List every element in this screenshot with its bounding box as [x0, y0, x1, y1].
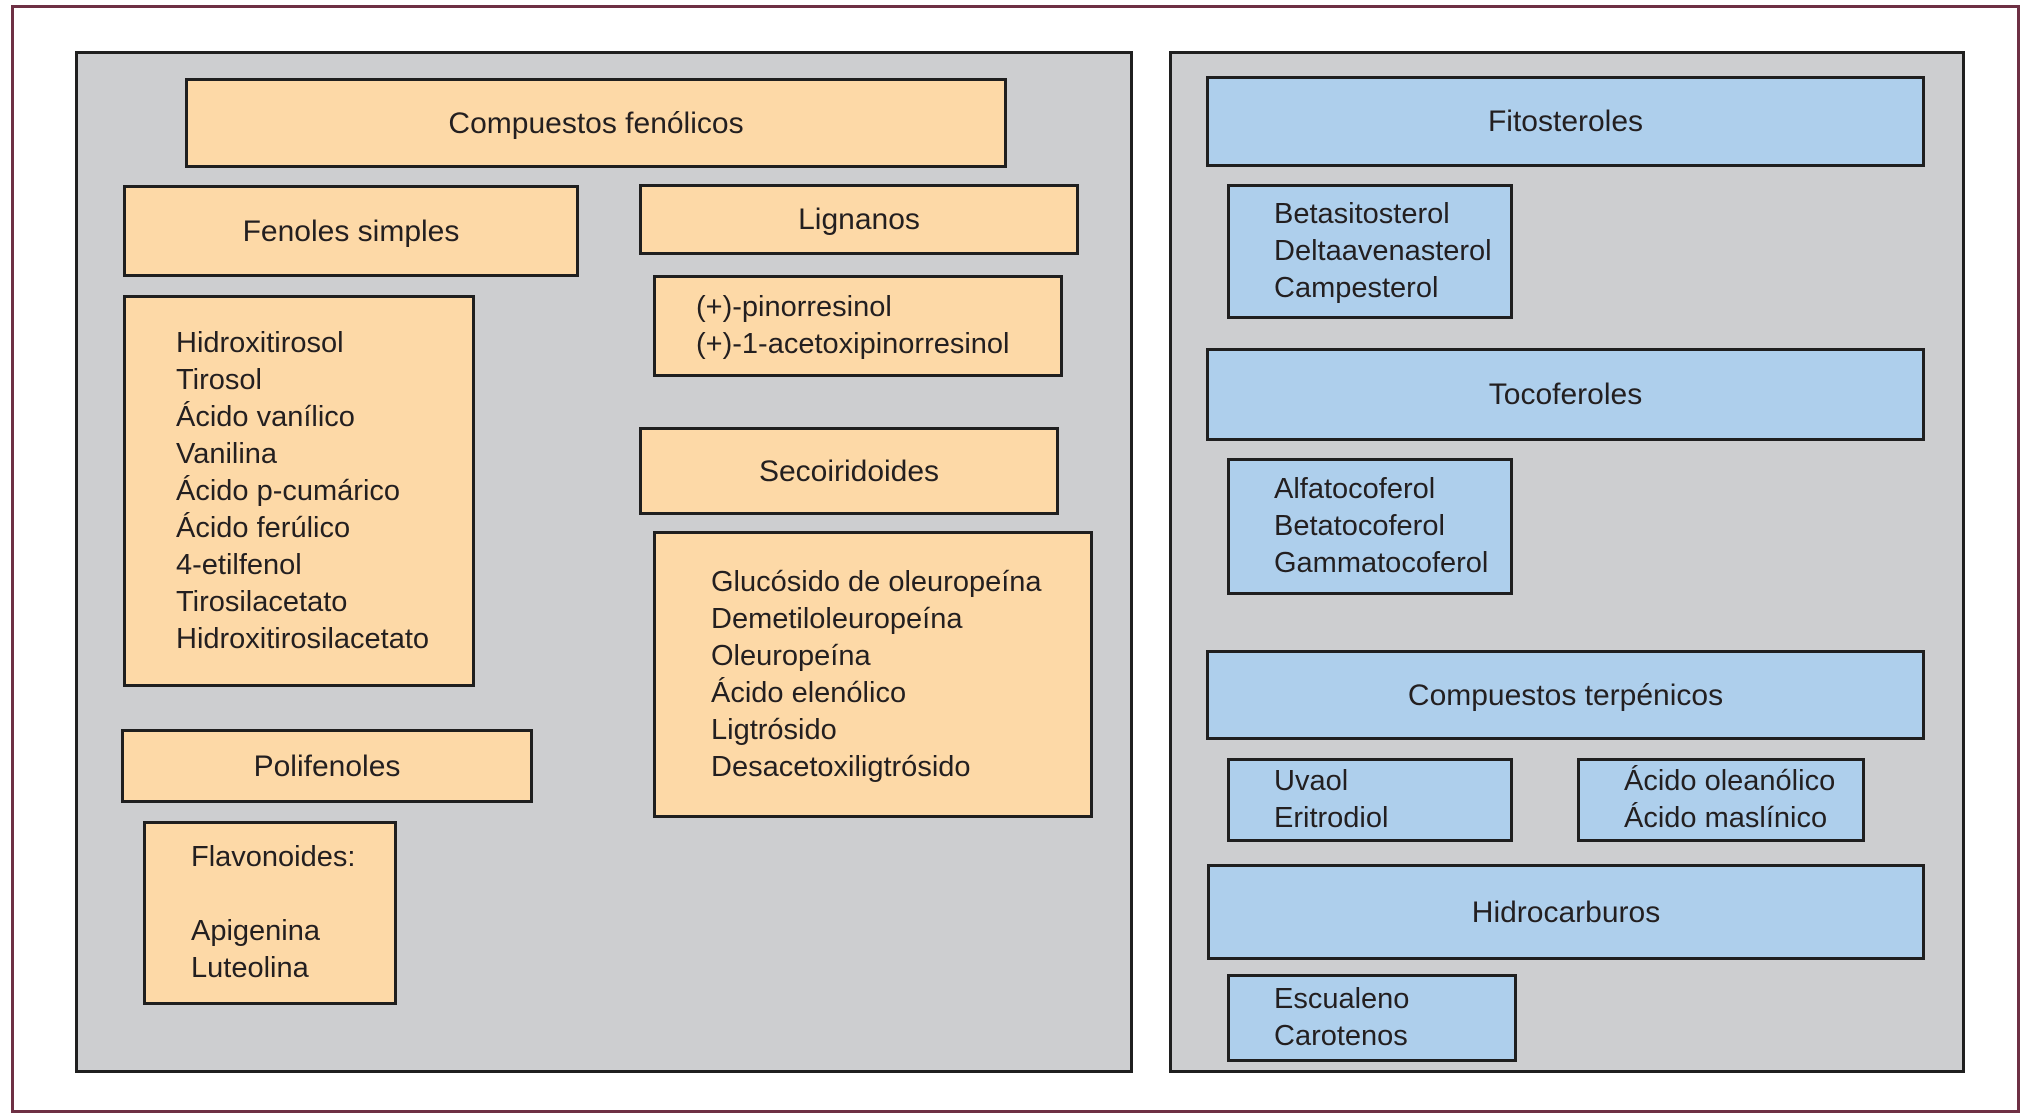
compuestos-terpenicos-header-box: Compuestos terpénicos	[1206, 650, 1925, 740]
list-item: Ácido vanílico	[176, 400, 355, 433]
terpenicos-acidos-box: Ácido oleanólico Ácido maslínico	[1577, 758, 1865, 842]
lignanos-title: Lignanos	[798, 203, 920, 236]
compuestos-terpenicos-title: Compuestos terpénicos	[1407, 678, 1724, 712]
list-item: Vanilina	[176, 437, 278, 470]
hidrocarburos-header-box: Hidrocarburos	[1207, 864, 1925, 960]
list-item: Hidroxitirosilacetato	[176, 622, 430, 655]
list-item: Gammatocoferol	[1274, 547, 1489, 579]
fitosteroles-title: Fitosteroles	[1487, 105, 1644, 138]
list-item: Ácido ferúlico	[176, 511, 351, 544]
list-item: Uvaol	[1274, 765, 1349, 797]
secoiridoides-title: Secoiridoides	[758, 454, 940, 488]
list-item: Oleuropeína	[711, 639, 871, 672]
hidrocarburos-list-box: Escualeno Carotenos	[1227, 974, 1517, 1062]
list-item: Tirosol	[176, 363, 262, 396]
lignanos-list-box: (+)-pinorresinol (+)-1-acetoxipinorresin…	[653, 275, 1063, 377]
tocoferoles-list-box: Alfatocoferol Betatocoferol Gammatocofer…	[1227, 458, 1513, 595]
fitosteroles-list-box: Betasitosterol Deltaavenasterol Campeste…	[1227, 184, 1513, 319]
polifenoles-title: Polifenoles	[253, 749, 401, 783]
fenoles-simples-header-box: Fenoles simples	[123, 185, 579, 277]
figure-frame: Compuestos fenólicos Fenoles simples Hid…	[11, 5, 2020, 1113]
list-item: Demetiloleuropeína	[711, 602, 963, 635]
list-item: Campesterol	[1274, 272, 1439, 304]
tocoferoles-title: Tocoferoles	[1488, 378, 1643, 411]
compuestos-fenolicos-title: Compuestos fenólicos	[448, 106, 744, 140]
list-item: Desacetoxiligtrósido	[711, 750, 971, 783]
fitosteroles-header-box: Fitosteroles	[1206, 76, 1925, 167]
fenoles-simples-title: Fenoles simples	[242, 214, 460, 248]
list-item: (+)-pinorresinol	[696, 291, 892, 323]
list-item: Escualeno	[1274, 983, 1410, 1015]
flavonoides-label: Flavonoides:	[191, 841, 356, 873]
list-item: Betatocoferol	[1274, 510, 1445, 542]
list-item: Glucósido de oleuropeína	[711, 565, 1042, 598]
list-item: Luteolina	[191, 952, 309, 984]
list-item: Alfatocoferol	[1274, 473, 1436, 505]
list-item: Ácido elenólico	[711, 676, 907, 709]
hidrocarburos-title: Hidrocarburos	[1471, 895, 1661, 929]
secoiridoides-list-box: Glucósido de oleuropeína Demetiloleurope…	[653, 531, 1093, 818]
list-item: Hidroxitirosol	[176, 326, 344, 359]
terpenicos-alcoholes-box: Uvaol Eritrodiol	[1227, 758, 1513, 842]
list-item: Ácido oleanólico	[1624, 765, 1836, 797]
list-item: Deltaavenasterol	[1274, 235, 1492, 267]
list-item: Betasitosterol	[1274, 198, 1450, 230]
list-item: Apigenina	[191, 915, 320, 947]
polifenoles-header-box: Polifenoles	[121, 729, 533, 803]
flavonoides-box: Flavonoides: Apigenina Luteolina	[143, 821, 397, 1005]
secoiridoides-header-box: Secoiridoides	[639, 427, 1059, 515]
fenoles-simples-list-box: Hidroxitirosol Tirosol Ácido vanílico Va…	[123, 295, 475, 687]
list-item: (+)-1-acetoxipinorresinol	[696, 328, 1010, 360]
compuestos-fenolicos-header-box: Compuestos fenólicos	[185, 78, 1007, 168]
list-item: Ácido p-cumárico	[176, 474, 401, 507]
lignanos-header-box: Lignanos	[639, 184, 1079, 255]
list-item: Eritrodiol	[1274, 802, 1389, 834]
list-item: Ligtrósido	[711, 713, 837, 746]
list-item: Carotenos	[1274, 1020, 1408, 1052]
list-item: 4-etilfenol	[176, 548, 302, 581]
list-item: Tirosilacetato	[176, 585, 348, 618]
list-item: Ácido maslínico	[1624, 802, 1828, 834]
tocoferoles-header-box: Tocoferoles	[1206, 348, 1925, 441]
